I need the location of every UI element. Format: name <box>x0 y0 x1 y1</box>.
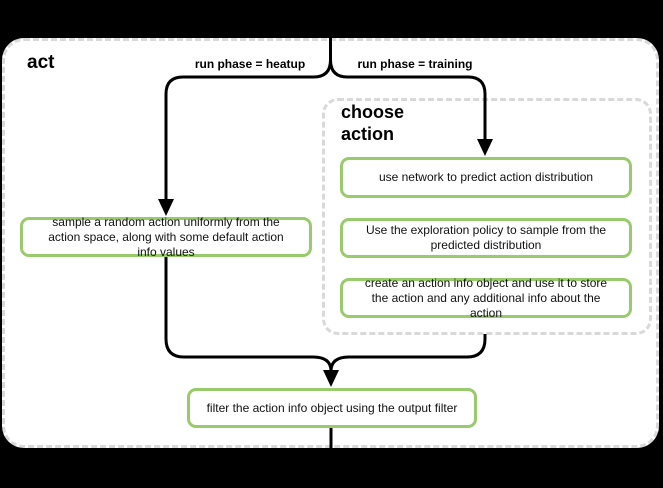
node-sample-random-action: sample a random action uniformly from th… <box>20 214 312 259</box>
node-create-action-info-text: create an action info object and use it … <box>364 275 608 320</box>
edge-label-training: run phase = training <box>357 57 473 71</box>
act-label: act <box>27 52 55 73</box>
node-filter-output-text: filter the action info object using the … <box>206 400 458 415</box>
node-exploration-policy: Use the exploration policy to sample fro… <box>340 218 632 258</box>
node-exploration-policy-text: Use the exploration policy to sample fro… <box>365 223 607 252</box>
node-sample-random-action-text: sample a random action uniformly from th… <box>48 214 284 259</box>
edge-label-heatup: run phase = heatup <box>194 57 306 71</box>
node-filter-output: filter the action info object using the … <box>187 388 477 428</box>
choose-action-label: choose action <box>341 102 405 144</box>
node-create-action-info: create an action info object and use it … <box>340 275 632 320</box>
node-use-network-text: use network to predict action distributi… <box>378 170 594 184</box>
node-use-network: use network to predict action distributi… <box>340 157 632 198</box>
